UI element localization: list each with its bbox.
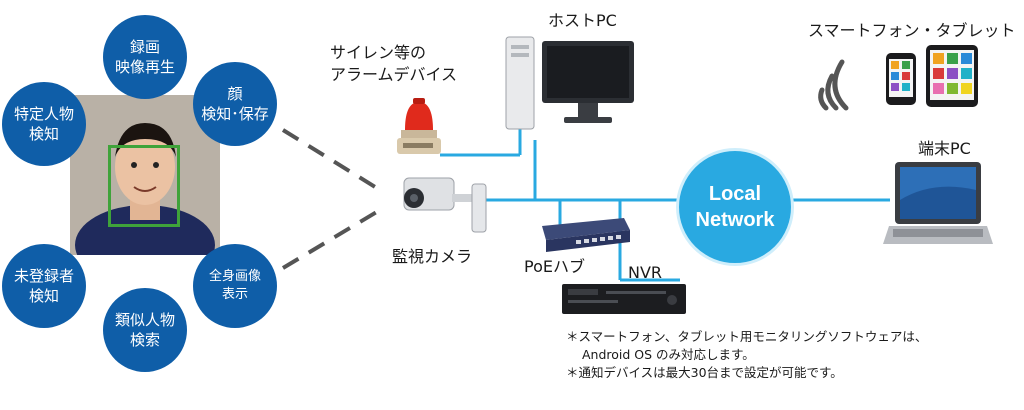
- feature-face-detect-save: 顔 検知･保存: [193, 62, 277, 146]
- siren-icon: [397, 98, 441, 154]
- wifi-icon: [818, 59, 849, 111]
- note-line-3: ＊通知デバイスは最大30台まで設定が可能です。: [566, 365, 843, 380]
- feature-similar-search: 類似人物 検索: [103, 288, 187, 372]
- feature-specific-person: 特定人物 検知: [2, 82, 86, 166]
- laptop-icon: [883, 162, 993, 244]
- feature-fullbody-image: 全身画像 表示: [193, 244, 277, 328]
- note-line-2: Android OS のみ対応します。: [582, 347, 755, 362]
- smartphone-tablet-label: スマートフォン・タブレット: [808, 21, 1016, 40]
- terminal-pc-label: 端末PC: [918, 139, 971, 158]
- local-network-node: Local Network: [676, 148, 794, 266]
- dashed-link-upper: [281, 128, 382, 192]
- host-pc-icon: [505, 36, 634, 130]
- dashed-link-lower: [281, 208, 382, 270]
- nvr-label: NVR: [628, 263, 663, 282]
- camera-label: 監視カメラ: [392, 247, 473, 266]
- smartphone-icon: [886, 53, 916, 105]
- poe-hub-icon: [542, 218, 630, 252]
- person-illustration: [70, 95, 220, 255]
- poe-hub-label: PoEハブ: [524, 257, 585, 276]
- alarm-device-label: サイレン等の アラームデバイス: [330, 43, 458, 84]
- person-photo: [70, 95, 220, 255]
- surveillance-camera-icon: [403, 177, 487, 233]
- host-pc-label: ホストPC: [548, 11, 617, 30]
- feature-unregistered-detect: 未登録者 検知: [2, 244, 86, 328]
- tablet-icon: [926, 45, 978, 107]
- nvr-icon: [562, 284, 686, 314]
- note-line-1: ＊スマートフォン、タブレット用モニタリングソフトウェアは、: [566, 329, 928, 344]
- face-detect-box: [108, 145, 180, 227]
- feature-recording-playback: 録画 映像再生: [103, 15, 187, 99]
